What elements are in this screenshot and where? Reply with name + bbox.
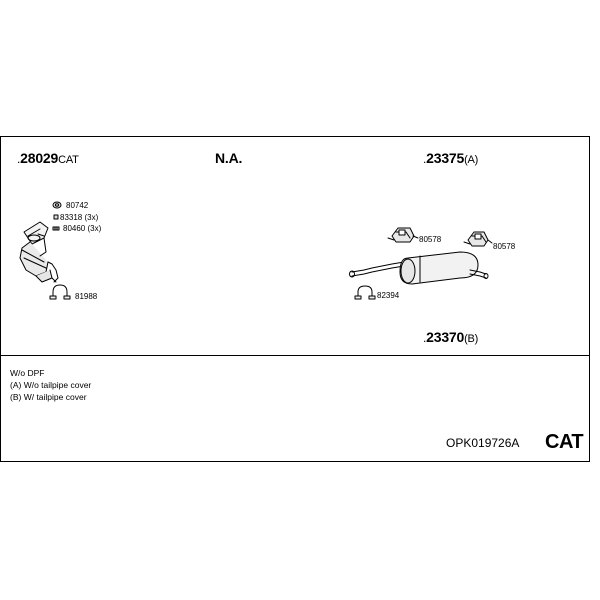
part-23375: .23375(A) [423, 150, 479, 166]
note-line-1: W/o DPF [10, 368, 45, 378]
hw-80578-b-label: 80578 [493, 242, 516, 251]
type-label: CAT [545, 431, 584, 453]
rubber-mount-icon [463, 231, 493, 247]
note-line-2: (A) W/o tailpipe cover [10, 380, 92, 390]
part-na: N.A. [215, 150, 243, 166]
hw-80742-label: 80742 [66, 201, 89, 210]
diagram-frame [0, 136, 590, 462]
hw-80578-a-label: 80578 [419, 235, 442, 244]
rear-muffler-icon [349, 251, 489, 285]
hw-81988-label: 81988 [75, 292, 98, 301]
part-28029: .28029CAT [17, 150, 79, 166]
rubber-mount-icon [387, 227, 419, 243]
section-divider [1, 355, 589, 356]
catalytic-converter-icon [19, 221, 59, 283]
kit-code: OPK019726A [446, 436, 520, 450]
hw-83318-label: 83318 (3x) [60, 213, 99, 222]
note-line-3: (B) W/ tailpipe cover [10, 392, 87, 402]
clamp-icon [49, 284, 71, 300]
clamp-icon [354, 285, 376, 300]
hw-80460-label: 80460 (3x) [63, 224, 102, 233]
hw-82394-label: 82394 [377, 291, 400, 300]
bolt-icon [53, 214, 59, 220]
part-23370: .23370(B) [423, 329, 479, 345]
gasket-icon [52, 201, 62, 209]
nut-icon [52, 226, 60, 231]
